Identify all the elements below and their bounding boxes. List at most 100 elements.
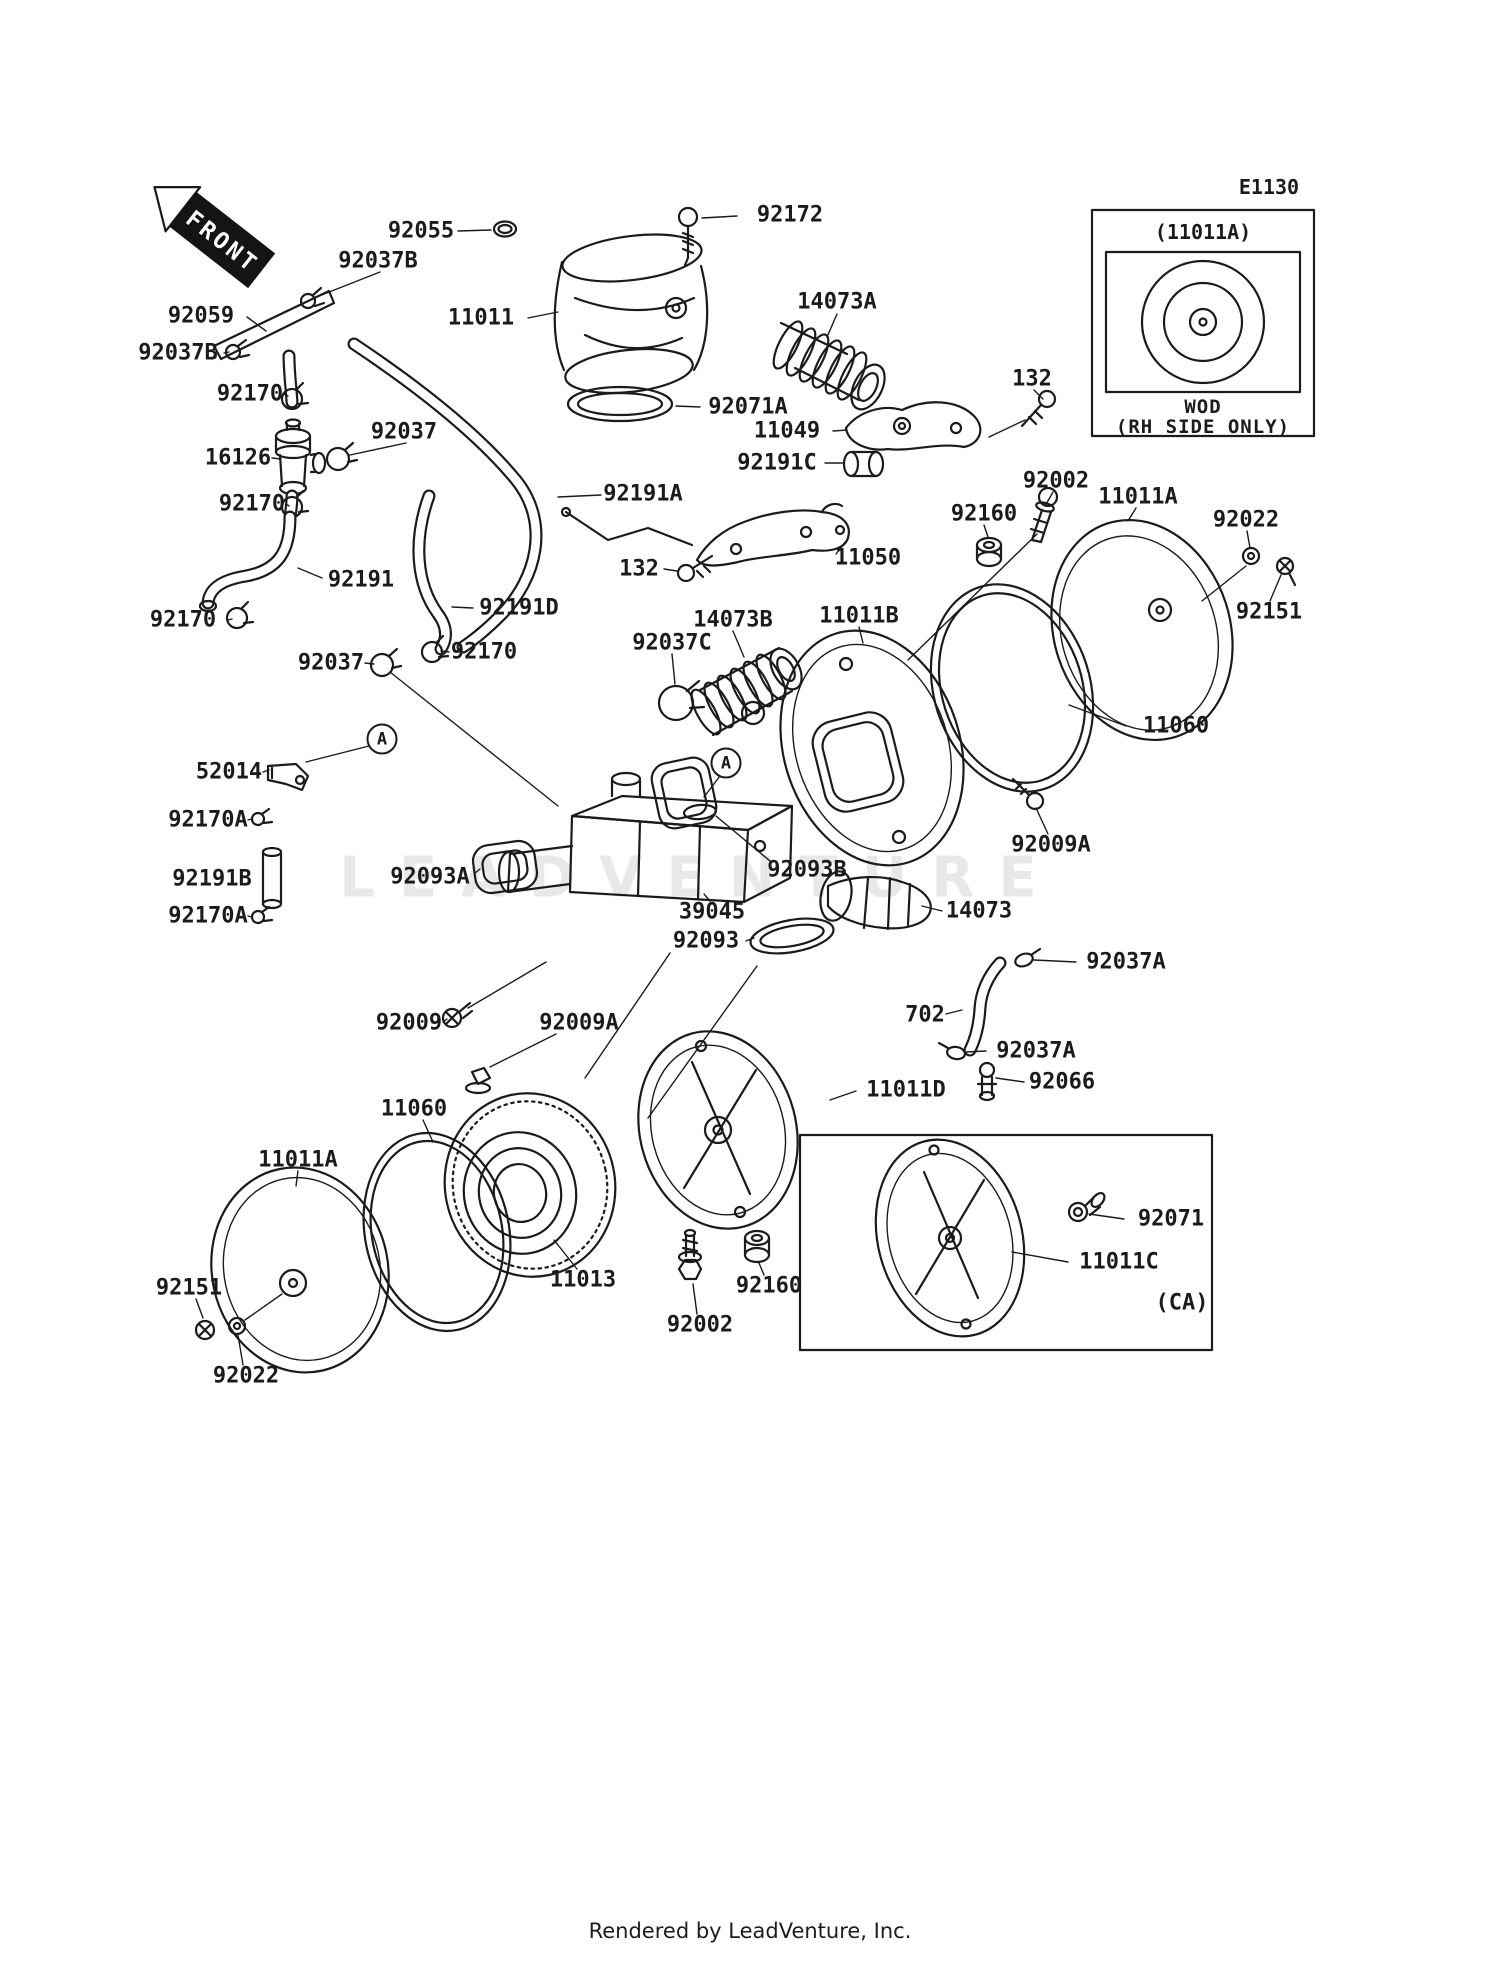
part-label: 92037B <box>138 340 218 366</box>
part-11011A-cover-top <box>1050 518 1234 742</box>
part-label: 92009A <box>1011 832 1091 858</box>
part-label: 11011A <box>258 1147 338 1173</box>
part-14073B-duct <box>657 646 803 737</box>
detail-marker: A <box>710 747 742 779</box>
part-92009A-screw-top <box>1011 777 1045 811</box>
part-92151-92022-bottom <box>194 1316 247 1341</box>
part-label: 92151 <box>1235 599 1303 625</box>
part-label: 11050 <box>834 545 902 571</box>
part-14073-duct <box>819 870 932 931</box>
diagram-code: E1130 <box>1238 175 1300 199</box>
part-label: 11013 <box>549 1267 617 1293</box>
part-label: 11011D <box>866 1077 946 1103</box>
part-label: 14073A <box>797 289 877 315</box>
part-92191A-hose <box>347 337 543 654</box>
part-label: 92022 <box>212 1363 280 1389</box>
part-label: 132 <box>619 556 659 582</box>
detail-marker: A <box>366 723 398 755</box>
part-92002-bolt-bottom <box>677 1228 703 1281</box>
inset-caption-line1: WOD <box>1184 396 1222 418</box>
part-label: 92055 <box>387 218 455 244</box>
part-92066-fitting <box>976 1061 998 1102</box>
part-label: 39045 <box>678 899 746 925</box>
part-label: 92009 <box>375 1010 443 1036</box>
part-92191-hose <box>198 510 297 630</box>
part-label: 92037 <box>370 419 438 445</box>
part-label: 16126 <box>204 445 272 471</box>
part-label: 92093B <box>767 857 847 883</box>
part-label: 132 <box>1012 366 1052 392</box>
part-label: 92093 <box>672 928 740 954</box>
part-label: 92093A <box>390 864 470 890</box>
inset-box <box>1090 208 1316 438</box>
part-92009-screws-bottom <box>441 1001 492 1095</box>
part-52014-elbow <box>266 762 310 792</box>
part-92160-grommet-top <box>975 536 1003 568</box>
part-92093A-gasket <box>471 839 539 895</box>
part-label: 702 <box>905 1002 945 1028</box>
part-label: 11049 <box>753 418 821 444</box>
part-label: 92059 <box>167 303 235 329</box>
part-label: 92002 <box>666 1312 734 1338</box>
part-702-tube <box>937 947 1042 1061</box>
part-11011B-plate <box>779 629 965 867</box>
part-label: 92191A <box>603 481 683 507</box>
leader-lines <box>195 215 1282 1366</box>
part-11011A-cover-bottom <box>210 1166 390 1374</box>
part-label: 11060 <box>380 1096 448 1122</box>
part-92160-grommet-bottom <box>743 1229 771 1264</box>
part-92055-oring <box>492 220 518 238</box>
part-label: 92172 <box>756 202 824 228</box>
part-11011D-plate <box>637 1030 799 1230</box>
part-label: 92170 <box>149 607 217 633</box>
ca-box-label: (CA) <box>1155 1290 1209 1316</box>
part-label: 92037 <box>297 650 365 676</box>
part-92191D-hose <box>369 489 452 678</box>
part-label: 92191B <box>172 866 252 892</box>
part-14073A-duct <box>772 320 886 411</box>
part-label: 92009A <box>539 1010 619 1036</box>
part-label: 11011 <box>447 305 515 331</box>
part-11060-gasket-bottom <box>362 1131 512 1333</box>
part-label: 92170 <box>216 381 284 407</box>
part-label: 11060 <box>1142 713 1210 739</box>
part-92093-gasket <box>749 917 835 955</box>
footer-credit: Rendered by LeadVenture, Inc. <box>588 1919 912 1943</box>
part-label: 52014 <box>195 759 263 785</box>
part-11011C-plate <box>874 1138 1026 1338</box>
part-label: 14073 <box>945 898 1013 924</box>
part-92191C-sleeve <box>842 450 885 478</box>
part-label: 92037A <box>1086 949 1166 975</box>
part-11013-element <box>443 1092 617 1278</box>
part-label: 92170A <box>168 903 248 929</box>
part-label: 92037B <box>338 248 418 274</box>
inset-title: (11011A) <box>1154 220 1252 244</box>
part-label: 92160 <box>735 1273 803 1299</box>
part-label: 92170 <box>450 639 518 665</box>
inset-caption-line2: (RH SIDE ONLY) <box>1115 416 1291 438</box>
part-label: 92066 <box>1028 1069 1096 1095</box>
part-label: 92151 <box>155 1275 223 1301</box>
part-92172-screw <box>677 206 699 267</box>
part-label: 92037A <box>996 1038 1076 1064</box>
ca-box <box>798 1133 1214 1352</box>
part-11050-bracket <box>560 502 850 583</box>
part-92022-92151-top <box>1241 546 1297 587</box>
part-label: 11011C <box>1079 1249 1159 1275</box>
part-label: 92002 <box>1022 468 1090 494</box>
part-92071A-gasket <box>566 385 674 423</box>
part-label: 92170 <box>218 491 286 517</box>
part-92002-bolt-top <box>1029 486 1059 544</box>
part-label: 11011B <box>819 603 899 629</box>
part-label: 92191 <box>327 567 395 593</box>
part-11011-case <box>553 233 709 395</box>
part-label: 92191D <box>479 595 559 621</box>
part-92071-grommet <box>1067 1191 1106 1223</box>
part-11049-bracket <box>844 401 982 451</box>
part-11060-gasket-top <box>929 583 1095 793</box>
part-92059-tube <box>212 289 336 361</box>
part-label: 92170A <box>168 807 248 833</box>
